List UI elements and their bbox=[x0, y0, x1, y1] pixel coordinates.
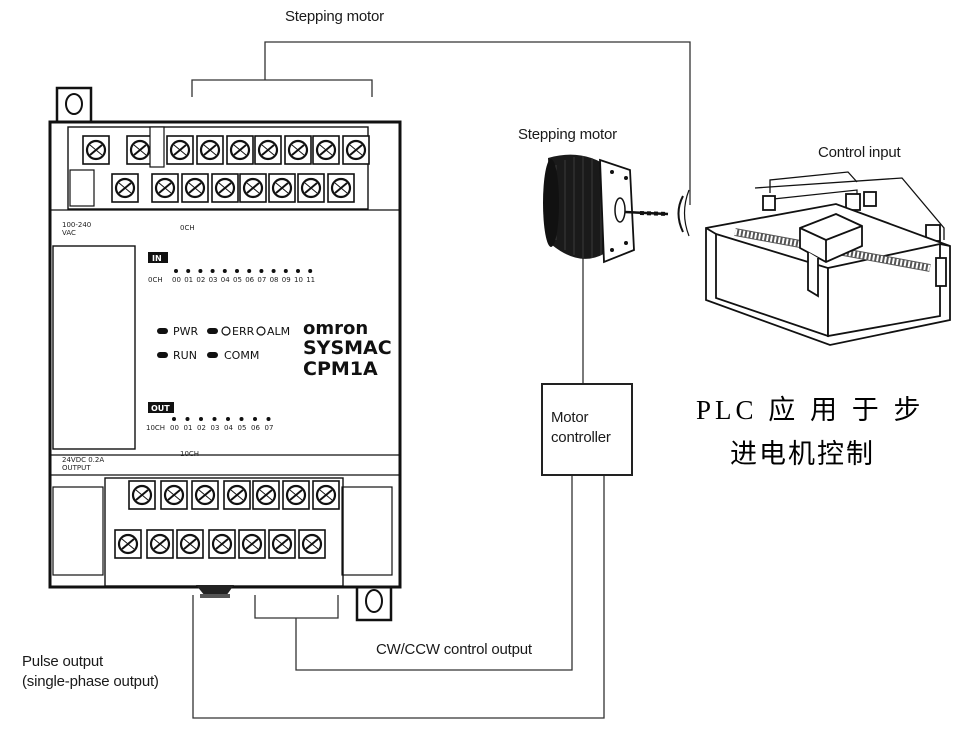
coupling-symbol bbox=[677, 195, 684, 233]
input-led-number: 06 bbox=[245, 276, 254, 284]
output-led-number: 00 bbox=[170, 424, 179, 432]
stepping-motor bbox=[543, 154, 690, 264]
input-led-number: 00 bbox=[172, 276, 181, 284]
input-led bbox=[174, 269, 178, 273]
input-led-number: 02 bbox=[196, 276, 205, 284]
output-led bbox=[199, 417, 203, 421]
input-led bbox=[235, 269, 239, 273]
wires bbox=[191, 41, 691, 719]
input-led bbox=[186, 269, 191, 273]
label-cw-ccw-output: CW/CCW control output bbox=[376, 641, 532, 658]
indicator-err: ERR bbox=[232, 325, 255, 338]
output-led-number: 01 bbox=[184, 424, 193, 432]
wire-cw-ccw bbox=[295, 475, 573, 671]
input-led-number: 04 bbox=[221, 276, 230, 284]
out-badge-text: OUT bbox=[151, 404, 170, 413]
input-led-number: 11 bbox=[306, 276, 315, 284]
motor-controller-box bbox=[541, 383, 633, 476]
plc-side-panel bbox=[52, 245, 136, 450]
indicator-alm: ALM bbox=[267, 325, 290, 338]
label-control-input: Control input bbox=[818, 144, 901, 161]
output-led-number: 04 bbox=[224, 424, 233, 432]
wire-top-to-motor bbox=[264, 41, 691, 205]
in-badge bbox=[148, 252, 168, 263]
model-name: CPM1A bbox=[303, 358, 378, 380]
output-led bbox=[266, 417, 271, 421]
input-channel-label: 0CH bbox=[180, 224, 195, 232]
wire-pulse bbox=[192, 475, 605, 719]
brand-logo: omron bbox=[303, 318, 368, 339]
output-led-row: 00 01 02 03 04 05 06 07 bbox=[170, 417, 273, 432]
caption-line-1: PLC 应 用 于 步 bbox=[696, 395, 925, 425]
input-led bbox=[271, 269, 276, 273]
input-led bbox=[296, 269, 300, 273]
label-pulse-output: Pulse output (single-phase output) bbox=[22, 653, 159, 690]
output-led bbox=[226, 417, 230, 421]
output-channel-label: 10CH bbox=[180, 450, 199, 458]
output-led bbox=[253, 417, 257, 421]
output-led bbox=[172, 417, 176, 421]
output-led bbox=[185, 417, 190, 421]
output-led-number: 02 bbox=[197, 424, 206, 432]
input-led-number: 01 bbox=[184, 276, 193, 284]
input-led bbox=[198, 269, 203, 273]
mount-hole-top bbox=[65, 93, 83, 115]
model-series: SYSMAC bbox=[303, 337, 392, 359]
linear-stage bbox=[705, 171, 951, 346]
motor-shaft bbox=[624, 210, 669, 216]
input-led bbox=[247, 269, 252, 273]
plc-foot bbox=[196, 585, 234, 596]
in-channel-label: 0CH bbox=[148, 276, 163, 284]
input-led-number: 03 bbox=[209, 276, 218, 284]
out-channel-label: 10CH bbox=[146, 424, 165, 432]
output-led-number: 06 bbox=[251, 424, 260, 432]
in-badge-text: IN bbox=[152, 254, 162, 263]
output-led bbox=[212, 417, 217, 421]
input-led-number: 10 bbox=[294, 276, 303, 284]
output-led-number: 05 bbox=[238, 424, 247, 432]
label-stepping-motor-top: Stepping motor bbox=[285, 8, 384, 25]
indicator-run: RUN bbox=[173, 349, 197, 362]
wire-cw-ccw-bracket bbox=[254, 595, 339, 619]
input-led-number: 05 bbox=[233, 276, 242, 284]
top-terminal-block bbox=[69, 126, 370, 207]
input-led bbox=[308, 269, 313, 273]
output-led-number: 03 bbox=[211, 424, 220, 432]
label-motor-controller: Motor controller bbox=[551, 409, 611, 446]
out-badge bbox=[148, 402, 174, 413]
wire-stepping-motor-loop bbox=[191, 79, 373, 97]
output-led bbox=[239, 417, 244, 421]
caption-line-2: 进电机控制 bbox=[730, 439, 875, 470]
input-led-number: 08 bbox=[270, 276, 279, 284]
input-led bbox=[210, 269, 215, 273]
indicator-pwr: PWR bbox=[173, 325, 199, 338]
input-led bbox=[259, 269, 264, 273]
label-stepping-motor-side: Stepping motor bbox=[518, 126, 617, 143]
indicator-comm: COMM bbox=[224, 349, 259, 362]
input-led-number: 09 bbox=[282, 276, 291, 284]
input-led-number: 07 bbox=[257, 276, 266, 284]
bottom-terminal-block bbox=[114, 480, 340, 559]
input-led bbox=[283, 269, 288, 273]
status-indicators: PWR ERR ALM RUN COMM bbox=[157, 325, 290, 362]
input-led bbox=[222, 269, 227, 273]
output-led-number: 07 bbox=[265, 424, 274, 432]
mount-hole-bottom bbox=[365, 589, 383, 613]
